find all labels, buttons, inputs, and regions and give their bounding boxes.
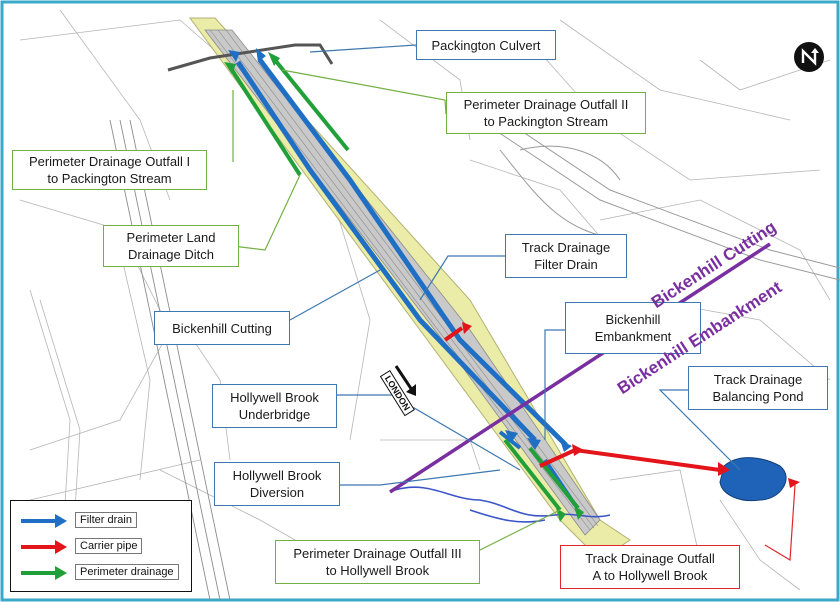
callout-text-line2: to Hollywell Brook [325,563,430,578]
callout-text-line1: Hollywell Brook [230,390,319,405]
filter-drain-arrowheads [228,48,572,452]
red-leaders [764,484,796,562]
balancing-pond [719,457,787,502]
callout-packington-culvert: Packington Culvert [416,30,556,60]
callout-hollywell-diversion: Hollywell Brook Diversion [214,462,340,506]
callout-bickenhill-embankment: Bickenhill Embankment [565,302,701,354]
perimeter-drainage-arrowheads [224,52,584,522]
callout-text-line1: Track Drainage [713,372,803,387]
callout-text-line2: Underbridge [238,407,311,422]
legend-item-filter-drain: Filter drain [19,511,189,531]
cutting-embankment-boundary [389,242,771,494]
callout-text-line2: Filter Drain [534,257,598,272]
callout-text-line1: Track Drainage [521,240,611,255]
callout-text-line2: A to Hollywell Brook [592,568,708,583]
road [479,109,840,281]
callout-text-line2: Balancing Pond [712,389,804,404]
callout-text-line2: to Packington Stream [47,171,172,186]
blue-arrow-icon [21,514,67,528]
callout-track-filter-drain: Track Drainage Filter Drain [505,234,627,278]
callout-bickenhill-cutting: Bickenhill Cutting [154,311,290,345]
green-arrow-icon [21,566,67,580]
callout-outfall-ii: Perimeter Drainage Outfall II to Packing… [446,92,646,134]
legend-label: Perimeter drainage [75,564,179,580]
callout-text-line1: Perimeter Drainage Outfall III [293,546,462,561]
london-direction-arrow-icon [394,365,416,396]
legend-label: Carrier pipe [75,538,143,554]
red-arrow-icon [21,540,67,554]
legend: Filter drain Carrier pipe Perimeter drai… [10,500,192,592]
callout-text-line2: Embankment [594,329,672,344]
callout-text-line1: Bickenhill [605,312,661,327]
north-arrow-icon [794,42,824,72]
callout-text-line1: Hollywell Brook [232,468,322,483]
perimeter-drainage-lines [230,58,580,512]
callout-text-line2: Drainage Ditch [128,247,214,262]
callout-text: Packington Culvert [431,37,541,53]
legend-label: Filter drain [75,512,137,528]
carrier-pipe-arrowheads [462,322,800,488]
callout-text-line1: Perimeter Drainage Outfall I [28,154,191,169]
callout-hollywell-underbridge: Hollywell Brook Underbridge [212,384,337,428]
filter-drain-lines [235,58,568,447]
railway [109,119,231,601]
callout-outfall-a: Track Drainage Outfall A to Hollywell Br… [560,545,740,589]
callout-text-line2: to Packington Stream [483,114,609,129]
callout-text-line1: Perimeter Drainage Outfall II [463,97,629,112]
callout-text-line2: Diversion [249,485,305,500]
callout-text-line1: Track Drainage Outfall [585,551,715,566]
callout-land-drainage-ditch: Perimeter Land Drainage Ditch [103,225,239,267]
callout-outfall-i: Perimeter Drainage Outfall I to Packingt… [12,150,207,190]
callout-text: Bickenhill Cutting [172,320,272,336]
legend-item-carrier-pipe: Carrier pipe [19,537,189,557]
callout-balancing-pond: Track Drainage Balancing Pond [688,366,828,410]
callout-outfall-iii: Perimeter Drainage Outfall III to Hollyw… [275,540,480,584]
legend-item-perimeter-drainage: Perimeter drainage [19,563,189,583]
callout-text-line1: Perimeter Land [126,230,216,245]
